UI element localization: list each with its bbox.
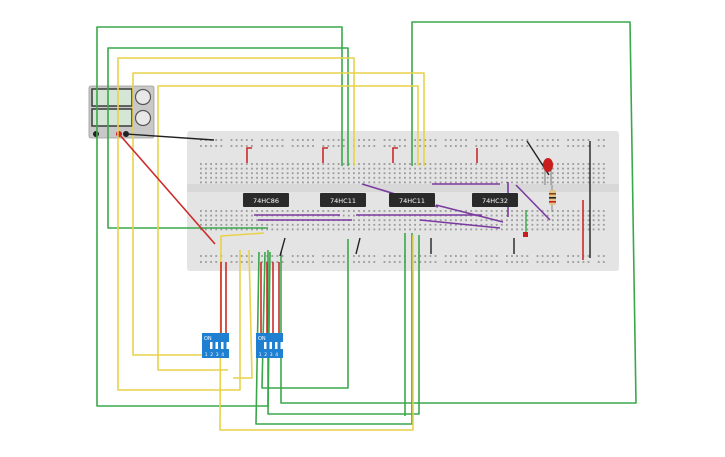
black-jumper-2[interactable] (355, 237, 361, 255)
black-jumper-1[interactable] (279, 237, 286, 257)
voltage-display (91, 88, 133, 107)
red-jumper-1[interactable] (246, 147, 252, 163)
voltage-knob[interactable] (134, 88, 152, 106)
dip-toggle-2[interactable] (269, 342, 273, 349)
dip-toggle-3[interactable] (221, 342, 224, 349)
red-jumper-2[interactable] (322, 147, 328, 163)
yellow-wire-d[interactable] (233, 249, 253, 379)
purple-wire-7[interactable] (435, 204, 504, 223)
dip-switch-on-label: ON (204, 336, 212, 342)
dip-toggle-4[interactable] (226, 342, 230, 349)
breadboard-holes (200, 139, 605, 263)
dip-switch-number: 1 (205, 352, 208, 358)
current-knob[interactable] (134, 109, 152, 127)
resistor[interactable] (549, 185, 556, 212)
yellow-wires (117, 57, 425, 431)
yellow-wire-a[interactable] (117, 57, 355, 391)
purple-wire-4[interactable] (419, 219, 501, 229)
yellow-wire-e[interactable] (219, 232, 414, 431)
led-body (543, 158, 553, 172)
purple-wire-9[interactable] (515, 184, 551, 221)
black-wires (125, 133, 591, 258)
red-wire-power[interactable] (118, 133, 216, 245)
green-wire-bottom-a[interactable] (261, 239, 349, 389)
red-jumper-3[interactable] (392, 147, 398, 163)
chip-body (389, 193, 435, 207)
black-wire-ground[interactable] (125, 133, 215, 141)
chip-body (243, 193, 289, 207)
green-wire-upper[interactable] (107, 47, 349, 229)
dip-toggle-3[interactable] (275, 342, 278, 349)
chip-74hc11-a[interactable]: 74HC11 (320, 193, 366, 207)
dip-toggle-4[interactable] (280, 342, 284, 349)
chip-body (320, 193, 366, 207)
power-supply[interactable] (88, 85, 155, 139)
dip-toggle-2[interactable] (215, 342, 219, 349)
dip-switch-number: 2 (264, 352, 267, 358)
current-display (91, 108, 133, 127)
chip-74hc11-b[interactable]: 74HC11 (389, 193, 435, 207)
dip-toggle-1[interactable] (210, 342, 213, 349)
led[interactable] (543, 158, 553, 185)
dip-switch-number: 2 (210, 352, 213, 358)
chip-label: 74HC11 (399, 197, 425, 205)
marker-square (523, 232, 528, 237)
chip-label: 74HC86 (253, 197, 279, 205)
yellow-wire-b[interactable] (132, 72, 425, 356)
chip-body (472, 193, 518, 207)
chip-label: 74HC11 (330, 197, 356, 205)
chip-label: 74HC32 (482, 197, 508, 205)
dip-switch-on-label: ON (258, 336, 266, 342)
red-wires (118, 133, 584, 334)
dip-switch-number: 4 (275, 352, 278, 358)
dip-switch-number: 3 (216, 352, 219, 358)
chip-74hc86[interactable]: 74HC86 (243, 193, 289, 207)
yellow-wire-c[interactable] (157, 85, 419, 371)
resistor-band (549, 201, 556, 203)
output-marker (523, 210, 528, 237)
resistor-band (549, 197, 556, 199)
breadboard-center-channel (187, 184, 619, 192)
negative-terminal[interactable] (93, 131, 99, 137)
dip-switch-2[interactable]: ON 1 2 3 4 (256, 333, 283, 358)
dip-switch-number: 4 (221, 352, 224, 358)
resistor-band (549, 193, 556, 195)
dip-switch-1[interactable]: ON 1 2 3 4 (202, 333, 229, 358)
green-wire-right-loop[interactable] (280, 21, 637, 404)
dip-toggle-1[interactable] (264, 342, 267, 349)
chip-74hc32[interactable]: 74HC32 (472, 193, 518, 207)
dip-switch-number: 3 (270, 352, 273, 358)
dip-switch-number: 1 (259, 352, 262, 358)
